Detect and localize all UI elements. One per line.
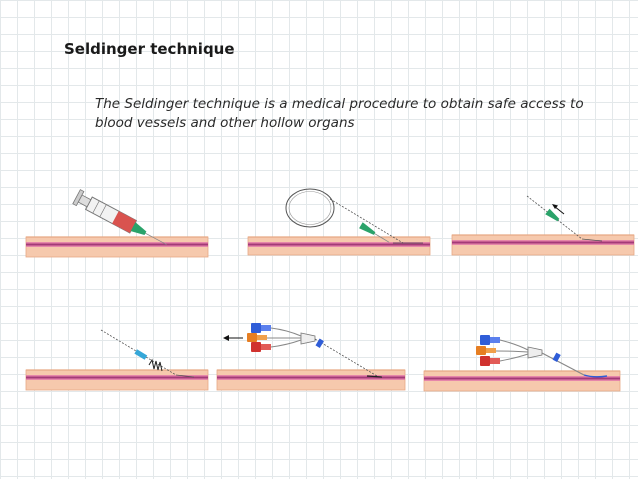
catheter-hub-orange-icon [476,346,496,355]
skin-layer [452,235,634,255]
catheter-hub-red-icon [251,342,271,352]
step-4-dilator-insertion [26,325,211,395]
catheter-clamp-icon [553,353,561,362]
step-3-needle-withdrawal [452,186,637,261]
catheter-hub-blue-icon [251,323,271,333]
step-2-guidewire-insertion [248,183,433,258]
catheter-junction [528,347,542,358]
catheter-hub-red-icon [480,356,500,366]
catheter-hub-blue-icon [480,335,500,345]
guidewire [330,199,403,243]
arrow-left-icon [223,335,243,341]
step-6-catheter-in-place [424,330,624,398]
step-5-catheter-insertion [217,318,407,398]
catheter-junction [301,333,315,344]
skin-layer [217,370,405,390]
skin-layer [424,371,620,391]
skin-layer [26,237,208,257]
arrow-up-left-icon [552,204,564,214]
catheter-lines [496,340,528,361]
wire-kink [149,360,162,371]
guidewire-coil-icon [286,189,334,227]
catheter-lines [267,328,301,347]
dilator-icon [134,349,147,359]
slide-subtitle: The Seldinger technique is a medical pro… [95,95,595,133]
skin-layer [26,370,208,390]
step-1-syringe-insertion [26,185,211,260]
skin-layer [248,237,430,255]
catheter-hub-orange-icon [247,333,267,342]
slide-title: Seldinger technique [64,40,235,58]
